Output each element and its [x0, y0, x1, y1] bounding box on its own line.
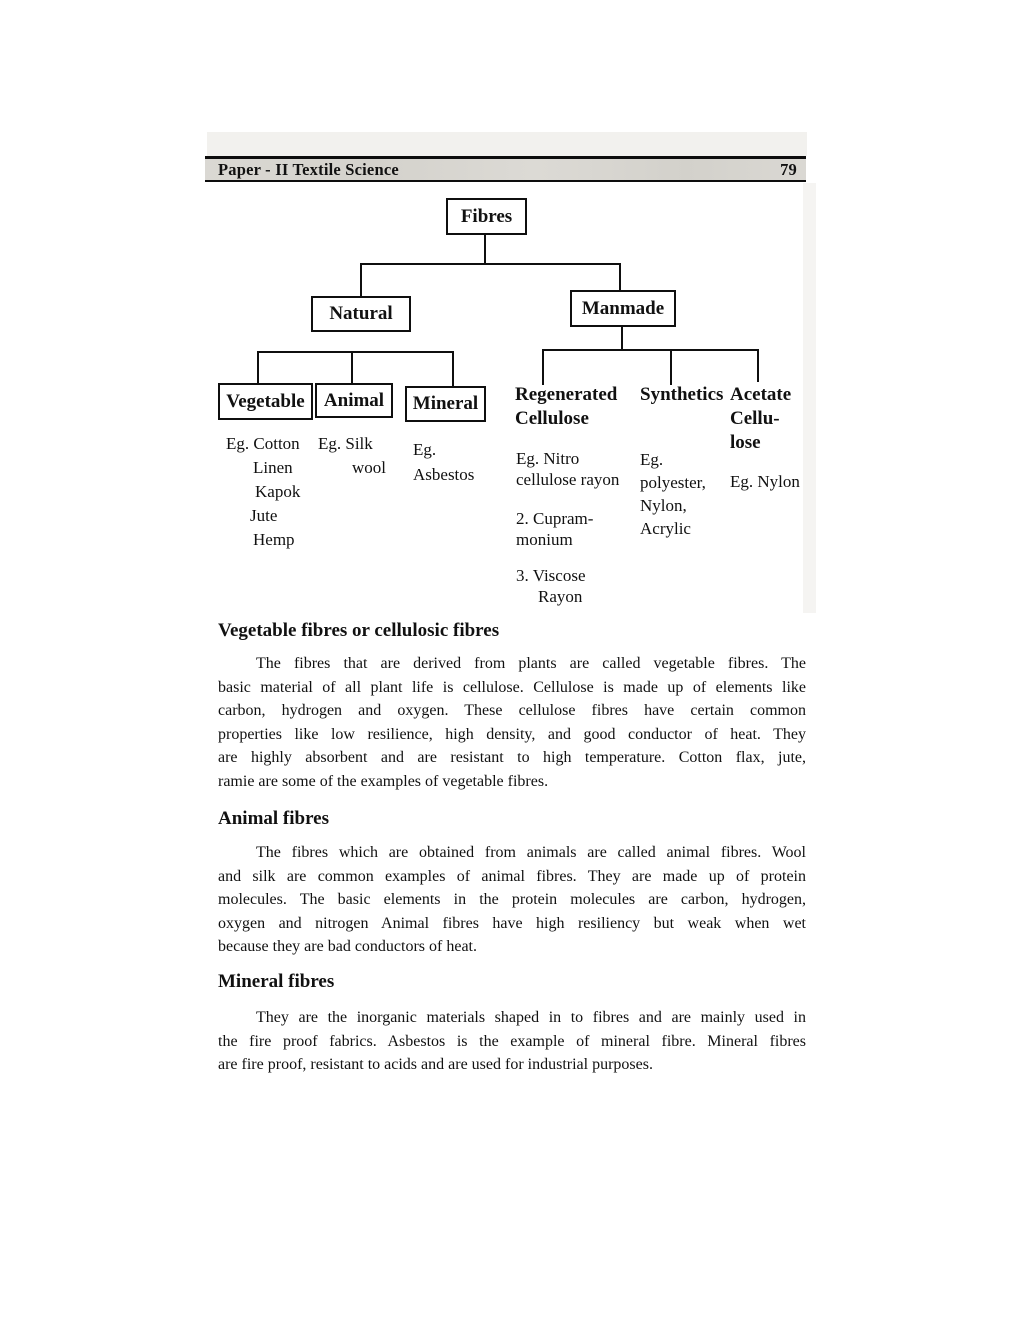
- header-title: Paper - II Textile Science: [218, 159, 399, 179]
- examples-vegetable: Eg. Cotton Linen Kapok Jute Hemp: [226, 434, 301, 549]
- scan-artifact-strip: [803, 183, 816, 613]
- text-line: oxygen and nitrogen Animal fibres have h…: [218, 914, 806, 932]
- connector-line: [542, 349, 759, 351]
- text-line: The fibres that are derived from plants …: [256, 655, 806, 672]
- node-label-synthetics: Synthetics: [640, 384, 724, 405]
- scan-artifact-band: [207, 132, 807, 156]
- paragraph-vegetable-fibres: The fibres that are derived from plants …: [218, 652, 806, 793]
- section-heading-mineral-fibres: Mineral fibres: [218, 971, 335, 992]
- connector-line: [670, 349, 672, 385]
- connector-line: [757, 349, 759, 382]
- connector-line: [619, 263, 621, 290]
- page-number: 79: [780, 159, 797, 179]
- connector-line: [351, 351, 353, 383]
- examples-acetate-cellulose: Eg. Nylon: [730, 472, 800, 491]
- node-box-animal: Animal: [315, 383, 393, 418]
- text-line: They are the inorganic materials shaped …: [256, 1009, 806, 1026]
- section-heading-vegetable-fibres: Vegetable fibres or cellulosic fibres: [218, 620, 500, 641]
- node-box-fibres: Fibres: [446, 198, 527, 235]
- text-line: and silk are common examples of animal f…: [218, 867, 806, 885]
- text-line: molecules. The basic elements in the pro…: [218, 891, 806, 908]
- connector-line: [484, 235, 486, 265]
- connector-line: [257, 351, 259, 383]
- text-line: are highly absorbent and are resistant t…: [218, 749, 806, 766]
- section-heading-animal-fibres: Animal fibres: [218, 808, 330, 829]
- text-line: the fire proof fabrics. Asbestos is the …: [218, 1032, 806, 1050]
- connector-line: [360, 263, 621, 265]
- examples-mineral: Eg. Asbestos: [413, 440, 475, 484]
- node-label-regenerated-cellulose: Regenerated Cellulose: [515, 384, 618, 429]
- node-box-natural: Natural: [311, 296, 411, 332]
- examples-animal: Eg. Silk wool: [318, 434, 386, 477]
- paragraph-mineral-fibres: They are the inorganic materials shaped …: [218, 1006, 806, 1077]
- text-line: are fire proof, resistant to acids and a…: [218, 1056, 653, 1073]
- node-box-vegetable: Vegetable: [218, 383, 313, 420]
- text-line: carbon, hydrogen and oxygen. These cellu…: [218, 702, 806, 719]
- connector-line: [452, 351, 454, 386]
- examples-synthetics: Eg. polyester, Nylon, Acrylic: [640, 450, 706, 538]
- text-line: ramie are some of the examples of vegeta…: [218, 772, 549, 790]
- text-line: properties like low resilience, high den…: [218, 725, 806, 743]
- connector-line: [257, 351, 454, 353]
- paragraph-animal-fibres: The fibres which are obtained from anima…: [218, 841, 806, 959]
- examples-regenerated-cellulose: Eg. Nitro cellulose rayon 2. Cupram- mon…: [516, 449, 620, 606]
- node-box-mineral: Mineral: [405, 386, 486, 422]
- connector-line: [621, 327, 623, 350]
- node-box-manmade: Manmade: [570, 290, 676, 327]
- page-header: Paper - II Textile Science 79: [205, 156, 806, 182]
- text-line: because they are bad conductors of heat.: [218, 938, 477, 955]
- text-line: The fibres which are obtained from anima…: [256, 844, 806, 861]
- connector-line: [360, 263, 362, 296]
- connector-line: [542, 349, 544, 385]
- text-line: basic material of all plant life is cell…: [218, 678, 806, 696]
- node-label-acetate-cellulose: Acetate Cellu- lose: [730, 384, 792, 453]
